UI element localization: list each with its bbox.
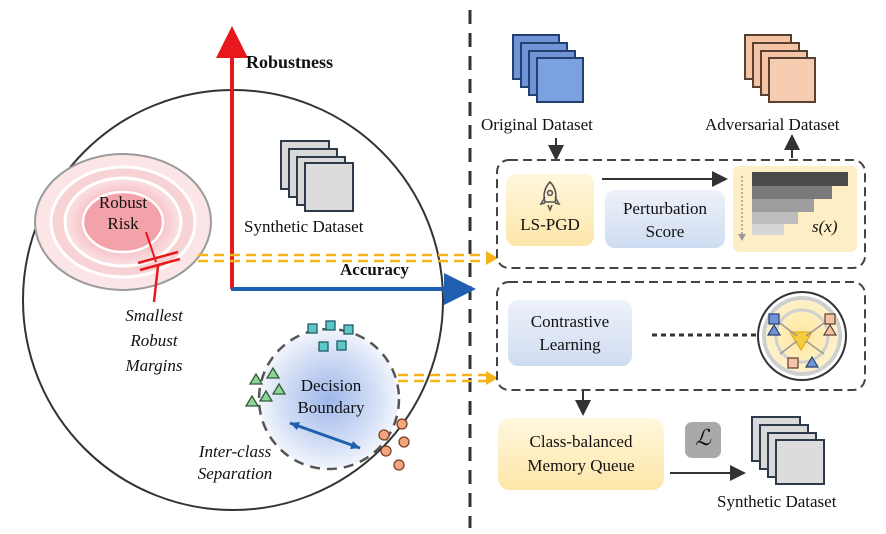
- contrastive-learning-label: Contrastive Learning: [508, 310, 632, 356]
- adversarial-branch-box: [496, 159, 866, 269]
- adversarial-dataset-label: Adversarial Dataset: [705, 115, 840, 134]
- contrastive-branch-box: [496, 281, 866, 391]
- synthetic-dataset-stack-right: [751, 416, 825, 485]
- perturbation-score-box: [605, 190, 725, 248]
- decision-boundary-label: Decision Boundary: [286, 375, 376, 419]
- class-triangle-points: [244, 366, 287, 407]
- memory-line2: Memory Queue: [527, 456, 635, 475]
- robustness-label: Robustness: [246, 52, 334, 72]
- contrastive-learning-box: [508, 300, 632, 366]
- synthetic-dataset-stack-left: [280, 140, 354, 212]
- contrastive-line1: Contrastive: [530, 312, 610, 331]
- ls-pgd-label: LS-PGD: [520, 215, 580, 234]
- loss-box: [685, 422, 721, 458]
- link-to-adversarial-branch: [198, 251, 498, 265]
- rocket-icon: [539, 180, 561, 213]
- perturbation-line2: Score: [645, 222, 685, 241]
- separation-arrow: [289, 421, 361, 450]
- robust-risk-line1: Robust: [98, 193, 148, 212]
- perturbation-line1: Perturbation: [622, 199, 708, 218]
- loss-symbol: ℒ: [695, 425, 711, 450]
- adversarial-dataset-stack: [744, 34, 816, 103]
- separation-arrow-head-a: [290, 422, 300, 430]
- accuracy-label: Accuracy: [340, 260, 409, 279]
- separation-arrow-head-b: [350, 441, 360, 449]
- smallest-margin-marker: [137, 231, 181, 303]
- memory-queue-label: Class-balanced Memory Queue: [498, 430, 664, 478]
- smallest-margins-label: Smallest Robust Margins: [104, 303, 204, 378]
- margins-line2: Robust: [130, 331, 178, 350]
- synthetic-dataset-label-left: Synthetic Dataset: [244, 217, 364, 236]
- margins-line1: Smallest: [125, 306, 183, 325]
- margins-line3: Margins: [125, 356, 183, 375]
- memory-queue-box: [498, 418, 664, 490]
- original-dataset-stack: [512, 34, 584, 103]
- inter-class-separation-label: Inter-class Separation: [180, 441, 290, 485]
- decision-line1: Decision: [300, 376, 362, 395]
- contrastive-orb: [757, 291, 847, 381]
- robust-risk-line2: Risk: [107, 214, 139, 233]
- class-circle-points: [378, 418, 410, 471]
- synthetic-dataset-label-right: Synthetic Dataset: [717, 492, 837, 511]
- robust-risk-label: Robust Risk: [93, 192, 153, 234]
- score-function-label: s(x): [812, 217, 838, 236]
- perturbation-score-label: Perturbation Score: [605, 197, 725, 243]
- decision-line2: Boundary: [297, 398, 365, 417]
- score-bars: [752, 172, 848, 235]
- contrastive-line2: Learning: [539, 335, 601, 354]
- separation-line1: Inter-class: [198, 442, 272, 461]
- memory-line1: Class-balanced: [529, 432, 633, 451]
- score-sort-arrowhead: [738, 234, 746, 241]
- link-to-contrastive-branch: [398, 371, 498, 385]
- separation-line2: Separation: [197, 464, 273, 483]
- class-square-points: [307, 320, 354, 352]
- original-dataset-label: Original Dataset: [481, 115, 593, 134]
